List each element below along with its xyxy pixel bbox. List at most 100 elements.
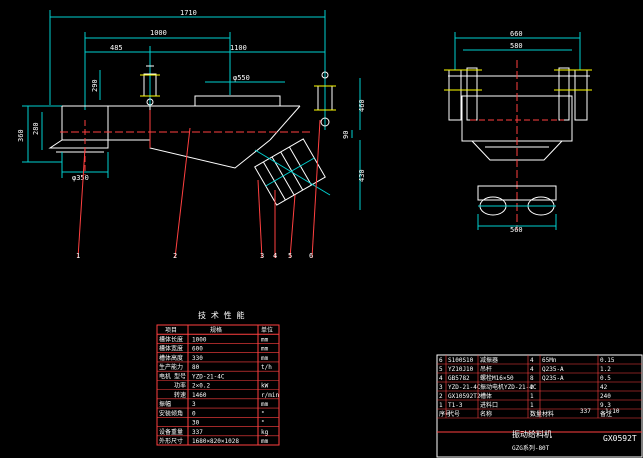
bom-cell: 0.5 — [600, 375, 611, 382]
dim-upper-length: 1000 — [150, 29, 167, 37]
bom-cell: 4 — [530, 357, 534, 364]
tech-row-sub: 转速 — [174, 391, 186, 399]
dim-bottom-width: 560 — [510, 226, 523, 234]
right-suspension — [314, 70, 336, 130]
bom-cell: 振动电机YZD-21-4C — [480, 383, 537, 391]
bom-header-cell: 序号 — [439, 410, 451, 418]
dim-top-width: 660 — [510, 30, 523, 38]
bom-cell: S100S10 — [448, 357, 474, 364]
bom-cell: 1 — [530, 402, 534, 409]
drawing-sub: GZG系列-80T — [512, 444, 550, 452]
tech-row-value: 1680×820×1028 — [192, 438, 239, 445]
bom-header-cell: 名称 — [480, 410, 492, 418]
left-suspension — [140, 62, 160, 106]
dim-right-low: 430 — [358, 169, 366, 182]
dim-right-small: 90 — [342, 131, 350, 139]
tech-row-sub: 功率 — [174, 382, 186, 390]
bom-header-cell: 数量 — [530, 410, 542, 418]
bom-cell: YZ10J10 — [448, 366, 474, 373]
bom-cell: GX10592T2 — [448, 393, 481, 400]
tech-row-sub: 型号 — [174, 372, 186, 380]
bom-cell: 螺栓M16×50 — [480, 374, 514, 382]
tech-row-unit: mm — [261, 438, 269, 445]
tech-row-value: 2×0.2 — [192, 383, 210, 390]
bom-cell: 4 — [530, 366, 534, 373]
bom-cell: 9.3 — [600, 402, 611, 409]
tech-row-name: 生产能力 — [159, 363, 183, 371]
tech-row-unit: kg — [261, 429, 269, 436]
tech-header-item: 项目 — [165, 327, 177, 334]
bom-cell: T1-3 — [448, 402, 463, 409]
tech-row-value: 30 — [192, 420, 200, 427]
dim-body-length: 1100 — [230, 44, 247, 52]
tech-row-unit: mm — [261, 355, 269, 362]
part-label-2: 2 — [173, 252, 177, 260]
dim-overall-length: 1710 — [180, 9, 197, 17]
tech-row-name: 槽体宽度 — [159, 345, 183, 353]
tech-row-unit: kW — [261, 383, 269, 390]
bom-cell: 3 — [439, 384, 443, 391]
bom-cell: 槽体 — [480, 392, 492, 400]
tech-row-value: 337 — [192, 429, 203, 436]
bom-cell: Q235-A — [542, 366, 564, 373]
dim-motor-height: 290 — [91, 79, 99, 92]
bom-cell: 65Mn — [542, 357, 557, 364]
tech-row-unit: r/min — [261, 392, 279, 399]
bom-cell: 5 — [439, 366, 443, 373]
bom-cell: Q235-A — [542, 375, 564, 382]
bom-cell: 2 — [530, 384, 534, 391]
bom-cell: 6 — [439, 357, 443, 364]
bom-cell: 1.2 — [600, 366, 611, 373]
bom-cell: 4 — [439, 375, 443, 382]
tech-row-unit: ° — [261, 420, 265, 427]
tech-row-name: 槽体高度 — [159, 354, 183, 362]
drawing-weight: 337 — [580, 408, 591, 415]
dim-top-diameter: φ550 — [233, 74, 250, 82]
bom-header-cell: 代号 — [448, 410, 460, 418]
bom-cell: 减振器 — [480, 356, 498, 364]
tech-row-unit: t/h — [261, 364, 272, 371]
bom-cell: 吊杆 — [480, 365, 492, 373]
bom-cell: 0.15 — [600, 357, 615, 364]
bom-cell: YZD-21-4C — [448, 384, 481, 391]
dim-left-height: 360 — [17, 129, 25, 142]
dim-left-inner-height: 280 — [32, 122, 40, 135]
tech-row-unit: mm — [261, 346, 269, 353]
vibration-motor-front — [254, 138, 326, 206]
bom-cell: 进料口 — [480, 401, 498, 409]
tech-row-value: 80 — [192, 364, 200, 371]
tech-row-name: 外形尺寸 — [159, 437, 183, 445]
dim-right-height: 460 — [358, 99, 366, 112]
front-view: 1710 1000 485 1100 360 280 290 φ350 — [17, 9, 366, 260]
tech-row-value: 1000 — [192, 336, 207, 343]
tech-row-value: 330 — [192, 355, 203, 362]
tech-row-value: 600 — [192, 346, 203, 353]
tech-table-title: 技 术 性 能 — [198, 310, 244, 320]
tech-row-name: 设备重量 — [159, 428, 183, 436]
part-label-4: 4 — [273, 252, 277, 260]
tech-row-name: 安装倾角 — [159, 409, 183, 417]
tech-row-unit: ° — [261, 410, 265, 417]
tech-row-unit: mm — [261, 401, 269, 408]
dim-inner-width: 580 — [510, 42, 523, 50]
tech-row-value: 0 — [192, 410, 196, 417]
part-label-5: 5 — [288, 252, 292, 260]
tech-row-value: 3 — [192, 401, 196, 408]
part-label-6: 6 — [309, 252, 313, 260]
tech-row-value: YZD-21-4C — [192, 373, 225, 380]
dim-inlet-diameter: φ350 — [72, 174, 89, 182]
dim-left-offset: 485 — [110, 44, 123, 52]
tech-header-spec: 规格 — [210, 326, 222, 334]
tech-header-unit: 单位 — [261, 326, 273, 334]
drawing-scale: 1:10 — [605, 408, 620, 415]
tech-row-unit: mm — [261, 336, 269, 343]
part-label-1: 1 — [76, 252, 80, 260]
bom-cell: 2 — [439, 393, 443, 400]
tech-row-name: 槽体长度 — [159, 335, 183, 343]
tech-row-value: 1460 — [192, 392, 207, 399]
bom-cell: 240 — [600, 393, 611, 400]
part-label-3: 3 — [260, 252, 264, 260]
